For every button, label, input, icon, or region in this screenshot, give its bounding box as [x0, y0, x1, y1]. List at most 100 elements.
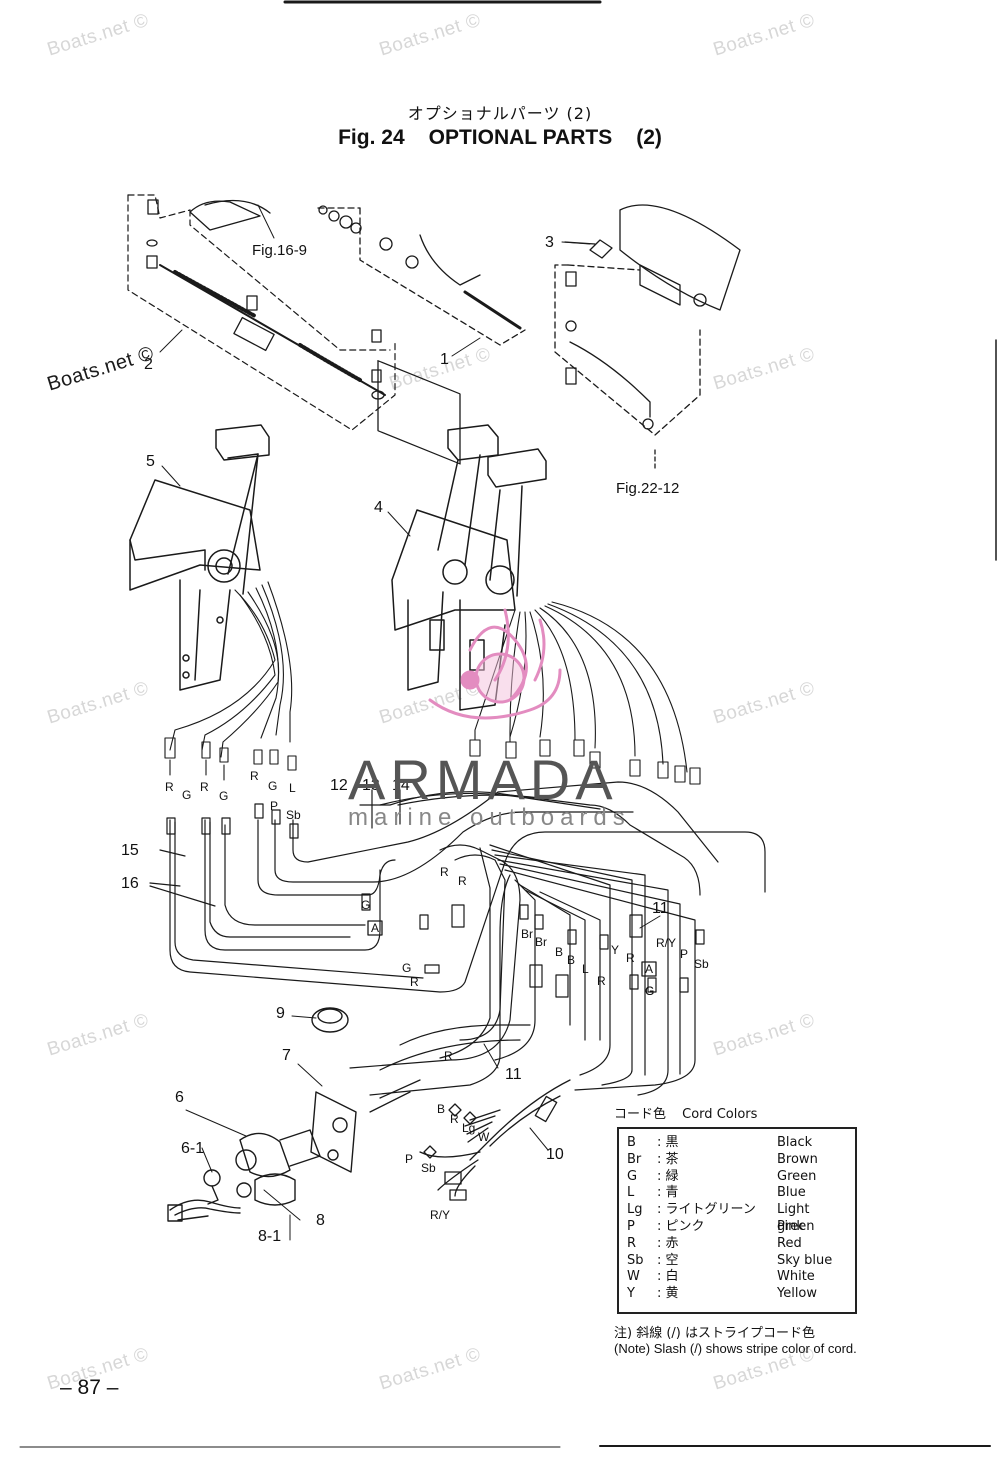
figure-title-text: OPTIONAL PARTS — [428, 126, 613, 149]
legend-code: P — [627, 1218, 635, 1234]
wire-label: G — [219, 789, 229, 803]
wire-label: G — [182, 788, 192, 802]
part-9-grommet — [311, 1007, 349, 1033]
legend-code: R — [627, 1235, 637, 1251]
wire-label: P — [405, 1152, 414, 1166]
note-japanese: 注) 斜線 (/) はストライプコード色 — [614, 1326, 815, 1341]
part-4-wires — [469, 601, 701, 785]
part-2-assembly — [127, 194, 396, 431]
connector-marker-a: A — [371, 921, 380, 935]
wire-label: R — [626, 951, 635, 965]
wire-label: L — [289, 781, 296, 795]
wire-label: B — [555, 945, 564, 959]
wire-label: R — [444, 1049, 453, 1063]
part-3-assembly — [554, 204, 741, 471]
page-number: – 87 – — [60, 1376, 119, 1399]
part-2-hardware — [146, 199, 386, 400]
callout-11: 11 — [505, 1066, 522, 1083]
callout-4: 4 — [374, 499, 383, 516]
note-english: (Note) Slash (/) shows stripe color of c… — [614, 1341, 857, 1356]
wire-label: R/Y — [430, 1208, 451, 1222]
wire-label: B — [437, 1102, 446, 1116]
part-7-panel — [310, 1091, 357, 1173]
wire-label: R — [458, 874, 467, 888]
legend-caption-en: Cord Colors — [682, 1107, 758, 1122]
wire-label: R — [410, 975, 419, 989]
wire-label: R/Y — [656, 936, 677, 950]
armada-logo — [428, 608, 562, 720]
callout-8-1: 8-1 — [258, 1228, 282, 1245]
callout-12: 12 — [330, 777, 348, 794]
callout-14: 14 — [392, 777, 410, 794]
engine-harness — [349, 844, 705, 1096]
wire-label: Br — [535, 935, 547, 949]
legend-en: White — [777, 1269, 815, 1285]
legend-jp: : 空 — [657, 1252, 679, 1268]
legend-en: Blue — [777, 1185, 806, 1201]
wire-label: G — [645, 984, 655, 998]
callout-5: 5 — [146, 453, 155, 470]
wire-label: Sb — [694, 957, 709, 971]
legend-en: Black — [777, 1135, 813, 1150]
connector-markers — [367, 920, 657, 977]
legend-code: W — [627, 1269, 640, 1285]
wire-label: G — [645, 984, 655, 998]
callout-2: 2 — [144, 356, 153, 373]
wire-label: R — [250, 769, 259, 783]
leader-lines — [159, 204, 661, 1241]
legend-code: Lg — [627, 1202, 643, 1218]
armada-brand-watermark: ARMADA marine outboards — [348, 752, 668, 832]
wire-label: Y — [611, 943, 620, 957]
callout-3: 3 — [545, 234, 554, 251]
legend-code: B — [627, 1135, 636, 1150]
callout-8: 8 — [316, 1212, 325, 1229]
fig-ref-16-9: Fig.16-9 — [252, 242, 308, 259]
callout-6: 6 — [175, 1089, 184, 1106]
legend-en: Green — [777, 1168, 817, 1184]
part-8-stop-switch — [167, 1173, 296, 1222]
figure-number: Fig. 24 — [338, 126, 405, 149]
legend-jp: : 青 — [657, 1185, 679, 1201]
legend-jp: : ピンク — [657, 1218, 705, 1234]
callout-15: 15 — [121, 842, 139, 859]
wire-label: Sb — [421, 1161, 436, 1175]
legend-row: P : ピンク Pink — [627, 1219, 847, 1236]
wire-label: L — [582, 962, 589, 976]
part-5-remote-control — [129, 424, 270, 691]
legend-en: Brown — [777, 1151, 818, 1167]
legend-jp: : 茶 — [657, 1151, 679, 1167]
part-1-assembly — [317, 205, 526, 465]
wire-label: W — [478, 1130, 490, 1144]
legend-row: Br : 茶 Brown — [627, 1152, 847, 1169]
legend-en: Pink — [777, 1218, 804, 1234]
legend-jp: : 白 — [657, 1269, 679, 1285]
subtitle-japanese: オプショナルパーツ (2) — [407, 104, 593, 123]
part-10-harness — [369, 1079, 571, 1201]
wire-label: Br — [521, 927, 533, 941]
wire-label: G — [361, 898, 371, 912]
legend-caption: コード色 Cord Colors — [614, 1103, 757, 1122]
wire-label: P — [680, 947, 689, 961]
legend-code: Br — [627, 1151, 642, 1167]
callout-7: 7 — [282, 1047, 291, 1064]
legend-jp: : ライトグリーン — [657, 1202, 756, 1218]
legend-caption-jp: コード色 — [614, 1107, 667, 1122]
legend-en: Light green — [777, 1202, 815, 1234]
extension-cables — [149, 781, 766, 993]
callout-6-1: 6-1 — [181, 1140, 205, 1157]
wire-label: G — [268, 779, 278, 793]
wire-label: Sb — [286, 808, 301, 822]
legend-jp: : 緑 — [657, 1168, 679, 1184]
callout-9: 9 — [276, 1005, 285, 1022]
callout-13: 13 — [362, 777, 380, 794]
wire-label: R — [597, 974, 606, 988]
brand-tagline: marine outboards — [348, 804, 631, 831]
wire-label: R — [440, 865, 449, 879]
legend-jp: : 黄 — [657, 1286, 679, 1302]
